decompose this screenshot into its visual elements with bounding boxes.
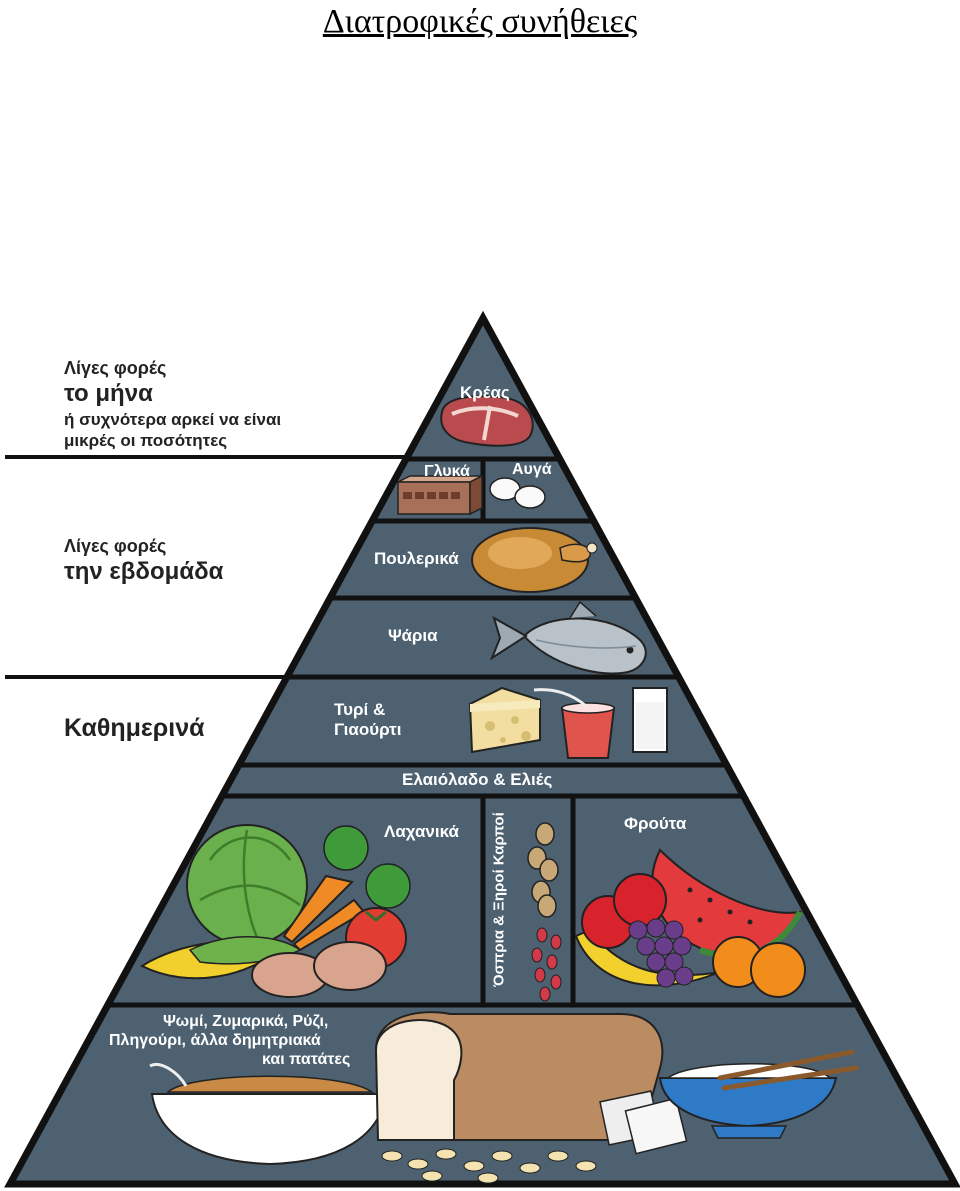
tier-label-eggs: Αυγά [512, 461, 552, 478]
tier-label-dairy-line2: Γιαούρτι [334, 720, 402, 739]
tier-dividers [110, 456, 857, 1008]
tier-label-fish: Ψάρια [388, 626, 438, 645]
frequency-monthly-line2: το μήνα [64, 380, 153, 407]
eggs-icon [489, 477, 546, 509]
tier-label-poultry: Πουλερικά [374, 549, 459, 568]
orange-icon [712, 936, 806, 998]
fish-icon [489, 600, 647, 675]
yogurt-cup-icon [533, 688, 616, 759]
steak-icon [440, 395, 534, 447]
rice-bowl-icon [658, 1063, 838, 1139]
tier-label-fruits: Φρούτα [624, 814, 687, 833]
tier-label-meat: Κρέας [460, 383, 510, 402]
cabbage-icon [186, 824, 308, 946]
chopsticks-icon [717, 1049, 859, 1091]
tier-label-vegetables: Λαχανικά [384, 822, 459, 841]
bread-loaf-icon [374, 1011, 664, 1141]
cereal-bowl-icon [149, 1063, 388, 1166]
frequency-monthly-line1: Λίγες φορές [64, 358, 167, 378]
frequency-monthly-line4: μικρές οι ποσότητες [64, 431, 228, 450]
frequency-daily: Καθημερινά [64, 714, 205, 742]
tier-label-grains-line1: Ψωμί, Ζυμαρικά, Ρύζι, [163, 1013, 329, 1030]
milk-glass-icon [632, 687, 668, 753]
corn-icon [139, 936, 302, 980]
frequency-weekly-line1: Λίγες φορές [64, 536, 167, 556]
tier-label-dairy-line1: Τυρί & [334, 700, 386, 719]
potato-icon [251, 941, 387, 998]
frequency-monthly-line3: ή συχνότερα αρκεί να είναι [64, 410, 282, 429]
tier-label-legumes-nuts: Όσπρια & Ξηροί Καρποί [490, 812, 508, 987]
tier-label-grains-line2: Πληγούρι, άλλα δημητριακά [109, 1032, 321, 1049]
page-title: Διατροφικές συνήθειες [322, 3, 638, 40]
chocolate-bar-icon [397, 474, 483, 516]
cheese-icon [468, 686, 541, 754]
tier-label-olive-oil: Ελαιόλαδο & Ελιές [402, 770, 553, 789]
roast-chicken-icon [471, 527, 598, 593]
frequency-weekly-line2: την εβδομάδα [64, 558, 224, 585]
grapes-icon [628, 918, 694, 988]
nuts-icon [527, 822, 559, 918]
beans-icon [531, 927, 562, 1002]
crackers-icon [599, 1090, 688, 1155]
tier-label-sweets: Γλυκά [424, 463, 470, 480]
carrot-icon [282, 825, 411, 952]
tier-label-grains-line3: και πατάτες [262, 1051, 351, 1068]
apple-icon [581, 873, 667, 949]
pasta-icon [381, 1148, 597, 1184]
